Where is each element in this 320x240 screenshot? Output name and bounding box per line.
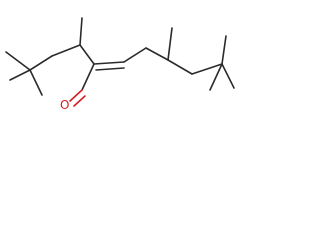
bond [79, 44, 95, 65]
bond [167, 27, 173, 61]
double-bond [95, 67, 125, 71]
bond [29, 55, 53, 71]
oxygen-atom-label: O [60, 98, 69, 112]
bond [29, 69, 43, 96]
bond [191, 63, 223, 75]
bond [145, 47, 169, 61]
bond [51, 44, 81, 57]
bond [167, 59, 193, 75]
bond [9, 69, 31, 81]
bond [209, 63, 223, 91]
carbonyl-bond [69, 89, 83, 102]
bond [221, 63, 235, 89]
bond [221, 35, 227, 65]
bond [79, 17, 83, 46]
bond [81, 63, 95, 91]
double-bond [93, 61, 125, 65]
structure-canvas: O [0, 0, 236, 122]
bond [123, 47, 147, 63]
carbonyl-bond [73, 95, 86, 107]
skeletal-formula: O [5, 17, 235, 112]
bond [5, 51, 31, 71]
